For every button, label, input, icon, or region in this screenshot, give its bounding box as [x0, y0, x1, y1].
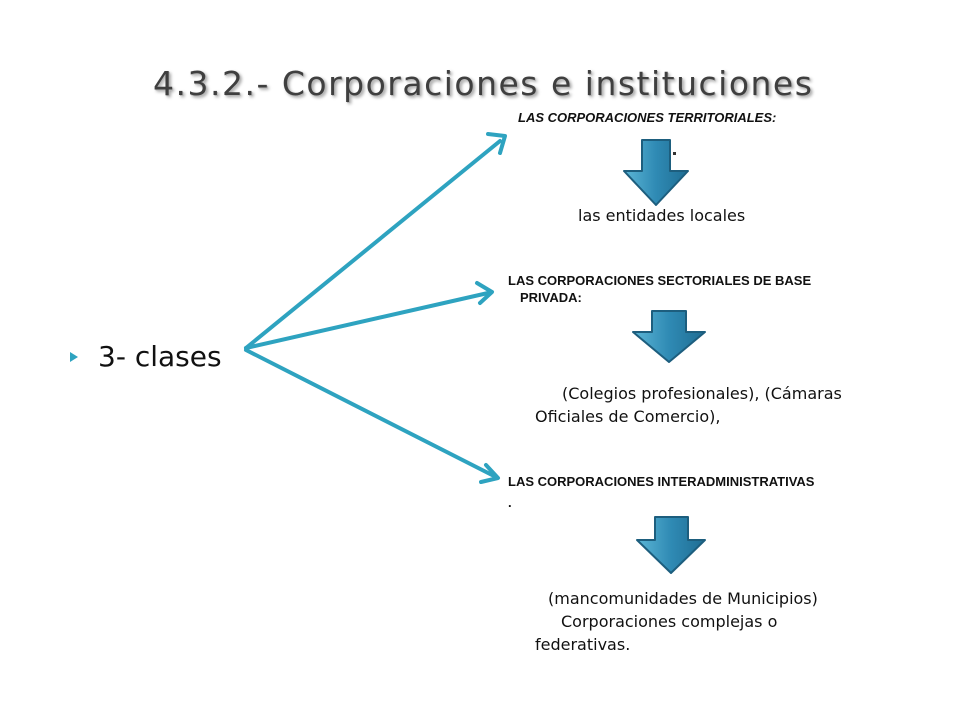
connector-arrowhead-interadministrativas-icon: [479, 463, 500, 484]
connector-line-sectoriales: [244, 291, 490, 350]
stray-mark: [673, 152, 676, 155]
group3-text-line3: federativas.: [535, 635, 631, 654]
group2-text-line2: Oficiales de Comercio),: [535, 407, 721, 426]
down-arrow-2-icon: [632, 310, 706, 363]
connector-arrowhead-territoriales-icon: [486, 132, 507, 155]
connector-line-interadministrativas: [244, 348, 496, 478]
down-arrow-3-icon: [636, 516, 706, 574]
connector-line-territoriales: [244, 139, 502, 350]
group1-text: las entidades locales: [578, 206, 746, 225]
group3-text-line2: Corporaciones complejas o: [561, 612, 778, 631]
group2-heading-line1: LAS CORPORACIONES SECTORIALES DE BASE: [508, 273, 812, 288]
bullet-item: 3- clases: [70, 340, 222, 373]
group2-text-line1: (Colegios profesionales), (Cámaras: [562, 384, 842, 403]
group1-heading: LAS CORPORACIONES TERRITORIALES:: [518, 110, 777, 125]
bullet-text: 3- clases: [98, 340, 222, 373]
bullet-triangle-icon: [70, 351, 78, 362]
down-arrow-1-icon: [623, 139, 689, 206]
group2-heading-line2: PRIVADA:: [520, 290, 582, 305]
connector-arrowhead-sectoriales-icon: [475, 281, 494, 305]
slide-title: 4.3.2.- Corporaciones e instituciones: [153, 64, 814, 103]
group3-heading-line1: LAS CORPORACIONES INTERADMINISTRATIVAS: [508, 474, 815, 489]
group3-text-line1: (mancomunidades de Municipios): [548, 589, 818, 608]
group3-heading-line2: .: [508, 495, 512, 510]
